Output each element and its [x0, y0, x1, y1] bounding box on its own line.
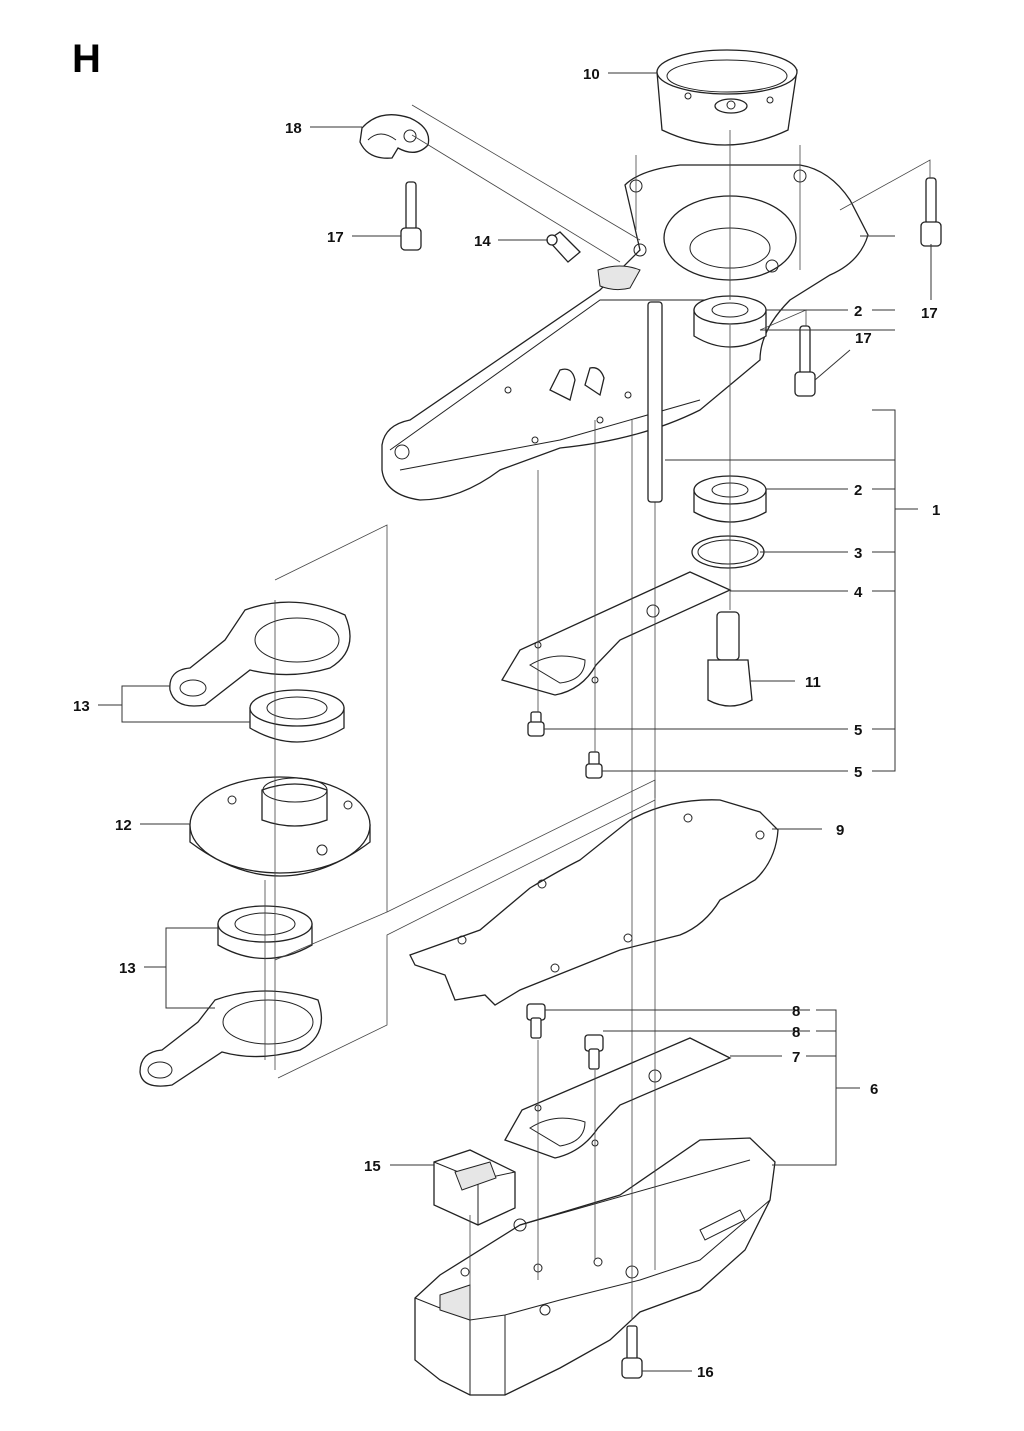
callout-3: 3: [854, 545, 862, 562]
part-17-bolt-right: [920, 177, 942, 247]
callout-12: 12: [115, 817, 132, 834]
callout-8-lower: 8: [792, 1024, 800, 1041]
callout-9: 9: [836, 822, 844, 839]
callout-17-right: 17: [921, 305, 938, 322]
part-7-plate: [504, 1037, 732, 1159]
part-17-bolt-left: [400, 181, 422, 251]
part-14-grease-nipple: [546, 231, 581, 263]
part-8-screw-left: [526, 1003, 546, 1039]
part-10-clutch-drum: [656, 49, 798, 146]
callout-8-upper: 8: [792, 1003, 800, 1020]
part-5-screw-upper: [527, 711, 545, 737]
part-16-bolt: [621, 1325, 643, 1379]
callout-15: 15: [364, 1158, 381, 1175]
callout-5-upper: 5: [854, 722, 862, 739]
part-4-plate: [501, 571, 732, 696]
callout-14: 14: [474, 233, 491, 250]
callout-16: 16: [697, 1364, 714, 1381]
callout-13-upper: 13: [73, 698, 90, 715]
part-15-block: [433, 1149, 516, 1226]
section-letter: H: [72, 37, 101, 81]
part-18-hook-bracket: [359, 114, 430, 159]
part-1-gear-housing: [381, 164, 869, 501]
part-12-disc: [189, 776, 371, 877]
assembly-guide-lines: [264, 104, 931, 1320]
callout-17-left: 17: [327, 229, 344, 246]
leader-lines: [98, 72, 932, 1372]
part-9-gasket: [409, 799, 779, 1006]
part-17-bolt-middle: [794, 325, 816, 397]
part-11-shaft: [707, 611, 753, 707]
callout-5-lower: 5: [854, 764, 862, 781]
part-13-crank-arm-lower: [139, 990, 322, 1087]
part-8-screw-right: [584, 1034, 604, 1070]
callout-labels: 10 18 17 14 17 17 2 2 1 3 4 11 5 5 13 12…: [73, 66, 940, 1381]
part-13-bearing-upper: [249, 689, 345, 743]
callout-7: 7: [792, 1049, 800, 1066]
part-5-screw-lower: [585, 751, 603, 779]
callout-6: 6: [870, 1081, 878, 1098]
callout-13-lower: 13: [119, 960, 136, 977]
callout-2-lower: 2: [854, 482, 862, 499]
callout-4: 4: [854, 584, 863, 601]
callout-18: 18: [285, 120, 302, 137]
part-3-circlip: [691, 535, 765, 569]
callout-10: 10: [583, 66, 600, 83]
part-13-crank-arm-upper: [169, 601, 351, 707]
callout-11: 11: [805, 674, 821, 691]
callout-17-middle: 17: [855, 330, 872, 347]
callout-2-upper: 2: [854, 303, 862, 320]
callout-1: 1: [932, 502, 940, 519]
